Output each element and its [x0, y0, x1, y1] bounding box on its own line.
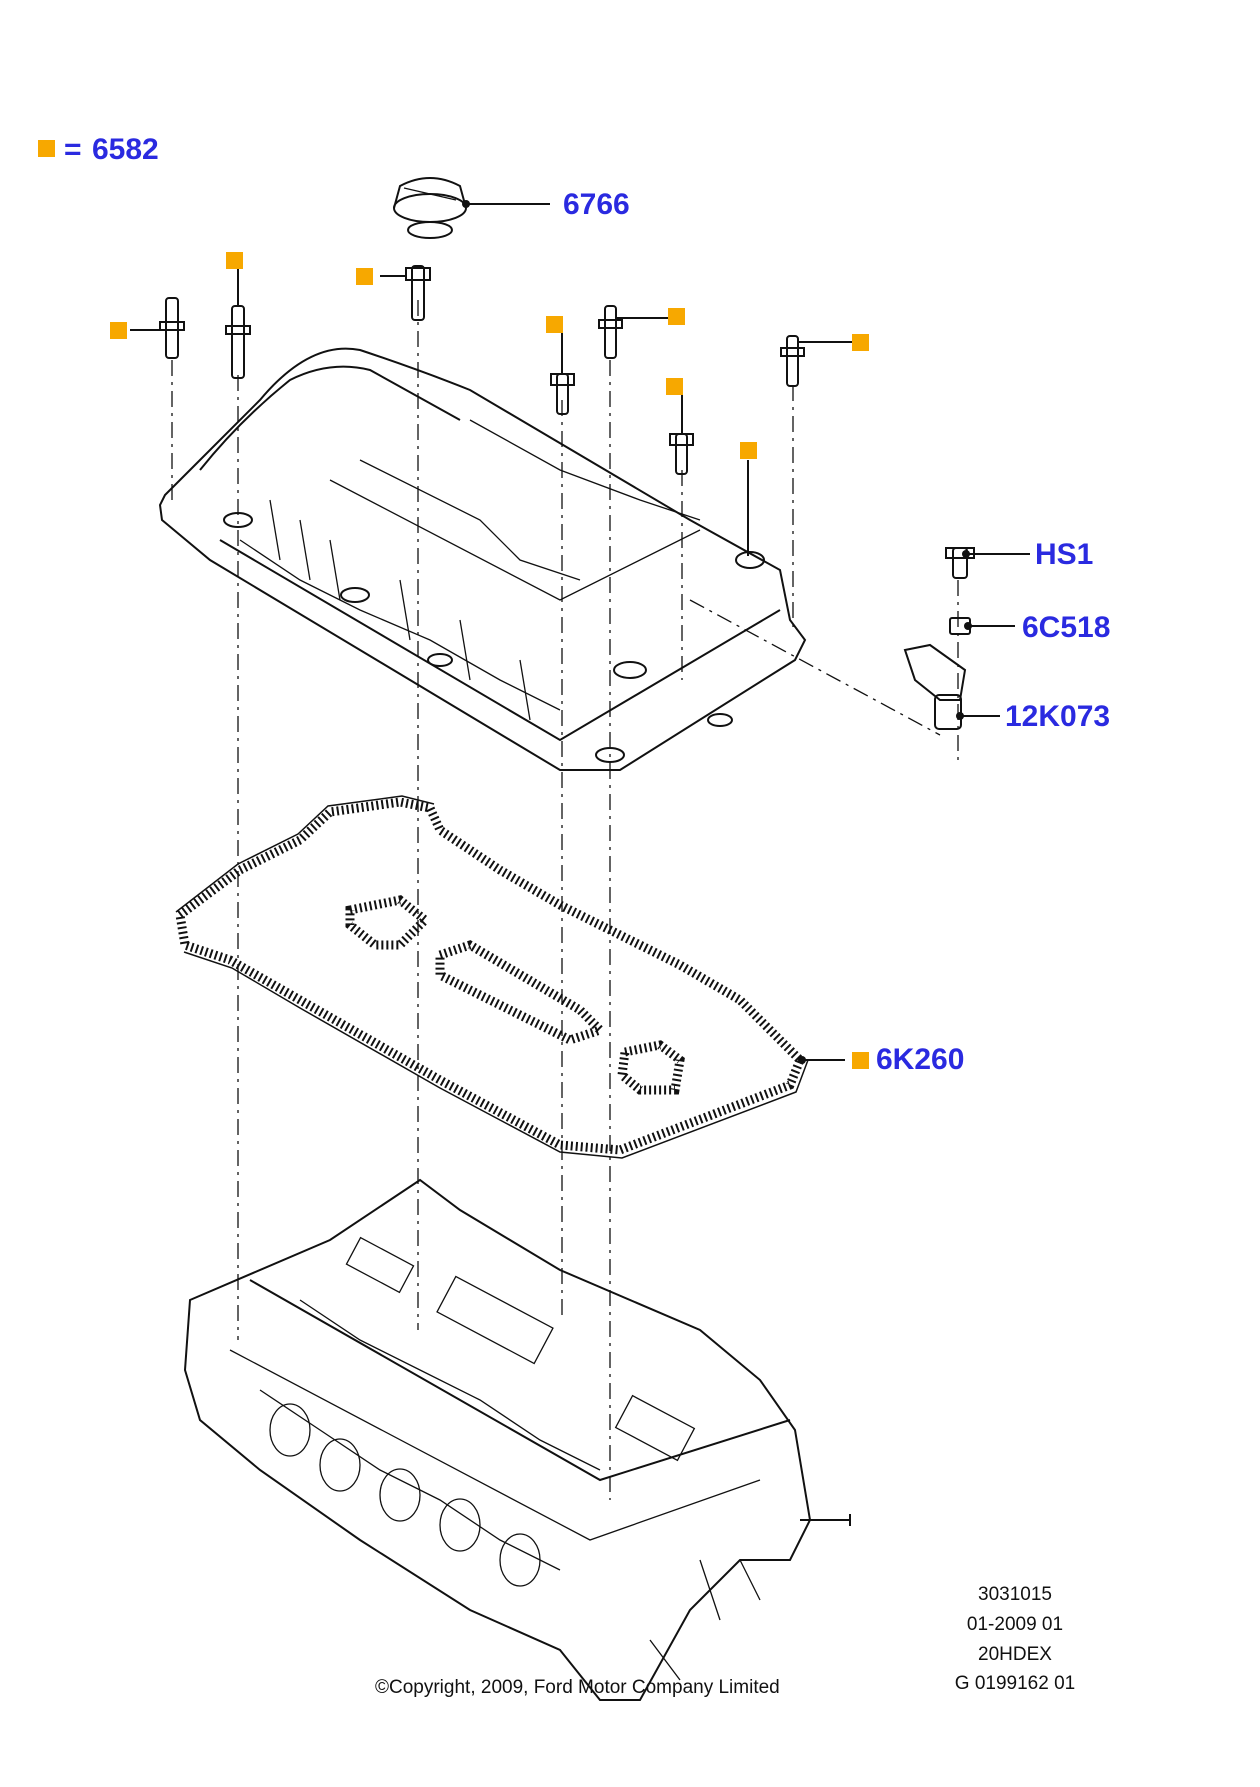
drawing-code: 20HDEX: [978, 1644, 1052, 1665]
legend-marker-icon: [38, 140, 55, 157]
part-marker-icon: [666, 378, 683, 395]
part-marker-icon: [852, 334, 869, 351]
cylinder-head-drawing: [183, 1178, 851, 1701]
drawing-reference: G 0199162 01: [954, 1673, 1076, 1694]
callout-bolt: HS1: [1035, 538, 1094, 571]
valve-cover-drawing: [158, 347, 807, 771]
part-marker-icon: [356, 268, 373, 285]
gasket-drawing: [175, 795, 845, 1159]
part-marker-icon: [852, 1052, 869, 1069]
oil-cap-drawing: [393, 177, 550, 239]
part-marker-icon: [110, 322, 127, 339]
drawing-number: 3031015: [978, 1584, 1052, 1605]
part-marker-icon: [546, 316, 563, 333]
assembly-lines: [171, 300, 959, 1500]
callout-sensor-seal: 6C518: [1022, 611, 1111, 644]
callout-cam-sensor: 12K073: [1005, 700, 1111, 733]
studs-drawing: [130, 262, 852, 556]
callout-oil-cap: 6766: [563, 188, 630, 221]
callout-gasket: 6K260: [876, 1043, 965, 1076]
legend-equals: =: [64, 133, 82, 166]
part-marker-icon: [668, 308, 685, 325]
cam-sensor-drawing: [903, 547, 1030, 730]
copyright-notice: ©Copyright, 2009, Ford Motor Company Lim…: [375, 1677, 780, 1698]
legend-part-number: 6582: [92, 133, 159, 166]
drawing-date: 01-2009 01: [966, 1614, 1064, 1635]
part-marker-icon: [740, 442, 757, 459]
part-marker-icon: [226, 252, 243, 269]
